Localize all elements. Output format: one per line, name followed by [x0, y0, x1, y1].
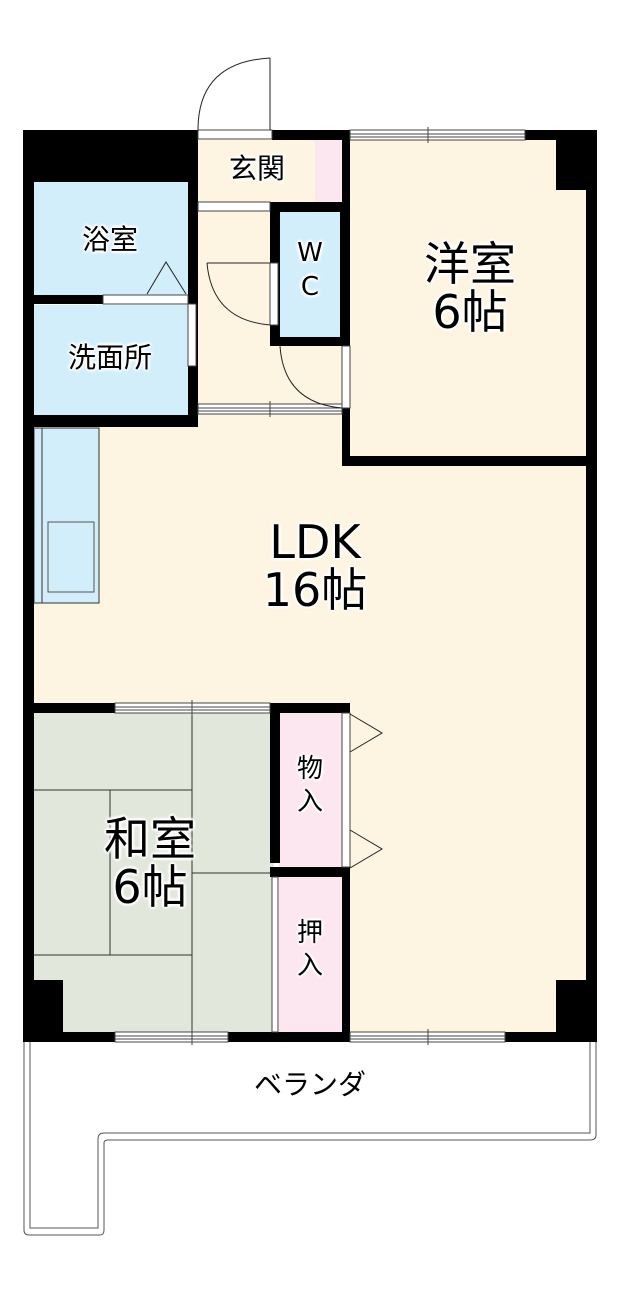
door-swings — [146, 57, 383, 869]
balcony-outline — [23, 1040, 597, 1236]
door-openings — [102, 129, 351, 1033]
windows — [114, 127, 526, 1045]
room-floors — [33, 140, 586, 1035]
tatami-lines — [34, 712, 270, 1032]
